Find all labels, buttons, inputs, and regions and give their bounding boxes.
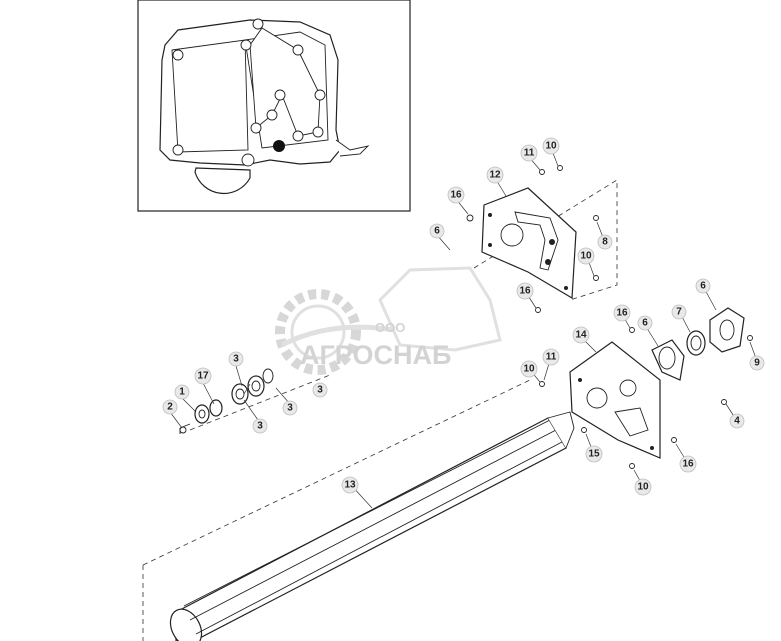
svg-text:8: 8 [602, 237, 608, 248]
svg-text:11: 11 [524, 148, 535, 159]
roller [169, 411, 575, 641]
callout-11: 11 [542, 348, 560, 366]
watermark-prefix: ООО [375, 320, 405, 335]
callout-15: 15 [585, 445, 603, 463]
svg-text:12: 12 [489, 170, 501, 181]
callout-1: 1 [174, 384, 190, 400]
callout-10: 10 [406, 249, 418, 260]
svg-text:16: 16 [450, 190, 462, 201]
svg-text:6: 6 [434, 226, 440, 237]
callout-16: 16 [516, 282, 534, 300]
svg-text:10: 10 [523, 364, 535, 375]
svg-text:11: 11 [546, 352, 557, 363]
gear-icon [275, 289, 361, 375]
lower-side-plate [569, 341, 661, 459]
hardware [179, 165, 753, 469]
callout-3: 3 [282, 400, 298, 416]
svg-text:3: 3 [317, 385, 323, 396]
svg-text:16: 16 [519, 286, 531, 297]
watermark: ООО АГРОСНАБ [275, 266, 502, 375]
callout-13: 13 [341, 476, 359, 494]
callout-12: 12 [486, 166, 504, 184]
svg-text:4: 4 [734, 416, 740, 427]
callout-3: 3 [252, 418, 268, 434]
svg-text:7: 7 [676, 307, 682, 318]
svg-text:10: 10 [545, 141, 557, 152]
callout-3: 3 [312, 382, 328, 398]
callout-10: 10 [577, 247, 595, 265]
upper-side-plate [481, 187, 577, 300]
bearing-assembly [651, 307, 745, 381]
svg-text:2: 2 [167, 402, 173, 413]
svg-text:10: 10 [637, 482, 649, 493]
callout-16: 16 [679, 455, 697, 473]
svg-text:3: 3 [257, 421, 263, 432]
svg-text:9: 9 [754, 358, 760, 369]
combine-harvester-icon [378, 266, 502, 352]
svg-text:3: 3 [287, 403, 293, 414]
callout-4: 4 [729, 413, 745, 429]
svg-text:6: 6 [700, 281, 706, 292]
callout-6: 6 [695, 278, 711, 294]
callout-10: 10 [542, 137, 560, 155]
callout-14: 14 [572, 326, 590, 344]
callout-16: 16 [613, 304, 631, 322]
callout-6: 6 [637, 315, 653, 331]
svg-text:16: 16 [682, 459, 694, 470]
callout-10: 10 [520, 360, 538, 378]
callout-2: 2 [162, 399, 178, 415]
watermark-brand: АГРОСНАБ [300, 340, 451, 370]
highlight-marker [273, 140, 285, 152]
svg-text:16: 16 [616, 308, 628, 319]
callout-11: 11 [520, 144, 538, 162]
callout-7: 7 [671, 304, 687, 320]
callout-6: 6 [429, 223, 445, 239]
svg-text:17: 17 [197, 371, 209, 382]
svg-text:13: 13 [344, 480, 356, 491]
callout-3: 3 [228, 351, 244, 367]
svg-text:1: 1 [179, 387, 185, 398]
callout-8: 8 [597, 234, 613, 250]
callout-17: 17 [194, 367, 212, 385]
svg-text:10: 10 [580, 251, 592, 262]
callout-16: 16 [447, 186, 465, 204]
callout-9: 9 [749, 355, 765, 371]
svg-text:14: 14 [575, 330, 587, 341]
svg-text:15: 15 [588, 449, 600, 460]
svg-text:3: 3 [233, 354, 239, 365]
callout-10: 10 [634, 478, 652, 496]
overview-inset [137, 0, 411, 212]
svg-text:6: 6 [642, 318, 648, 329]
